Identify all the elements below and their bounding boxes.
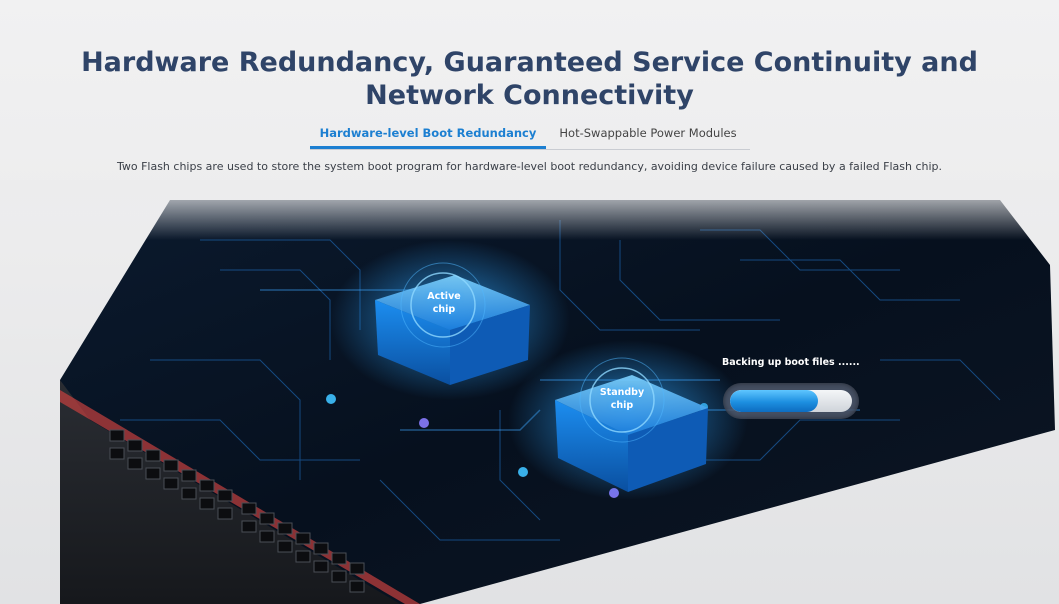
backup-progress-fill [730, 390, 818, 412]
page-title: Hardware Redundancy, Guaranteed Service … [81, 47, 978, 111]
standby-chip-label: Standby chip [599, 387, 645, 411]
standby-chip-graphic [508, 340, 748, 500]
backup-progress-bar [723, 383, 859, 419]
active-chip-label: Active chip [427, 291, 461, 315]
switch-illustration [0, 180, 1059, 604]
switch-front-panel [60, 380, 420, 604]
backup-status-text: Backing up boot files ...... [722, 357, 860, 368]
section-description: Two Flash chips are used to store the sy… [116, 160, 943, 173]
tab-bar: Hardware-level Boot Redundancy Hot-Swapp… [310, 122, 750, 150]
tab-power-modules[interactable]: Hot-Swappable Power Modules [559, 126, 737, 140]
active-chip-graphic [330, 240, 570, 400]
tab-boot-redundancy[interactable]: Hardware-level Boot Redundancy [310, 122, 546, 149]
hero-image: Active chip Standby chip [0, 180, 1059, 604]
ethernet-ports [109, 429, 365, 593]
